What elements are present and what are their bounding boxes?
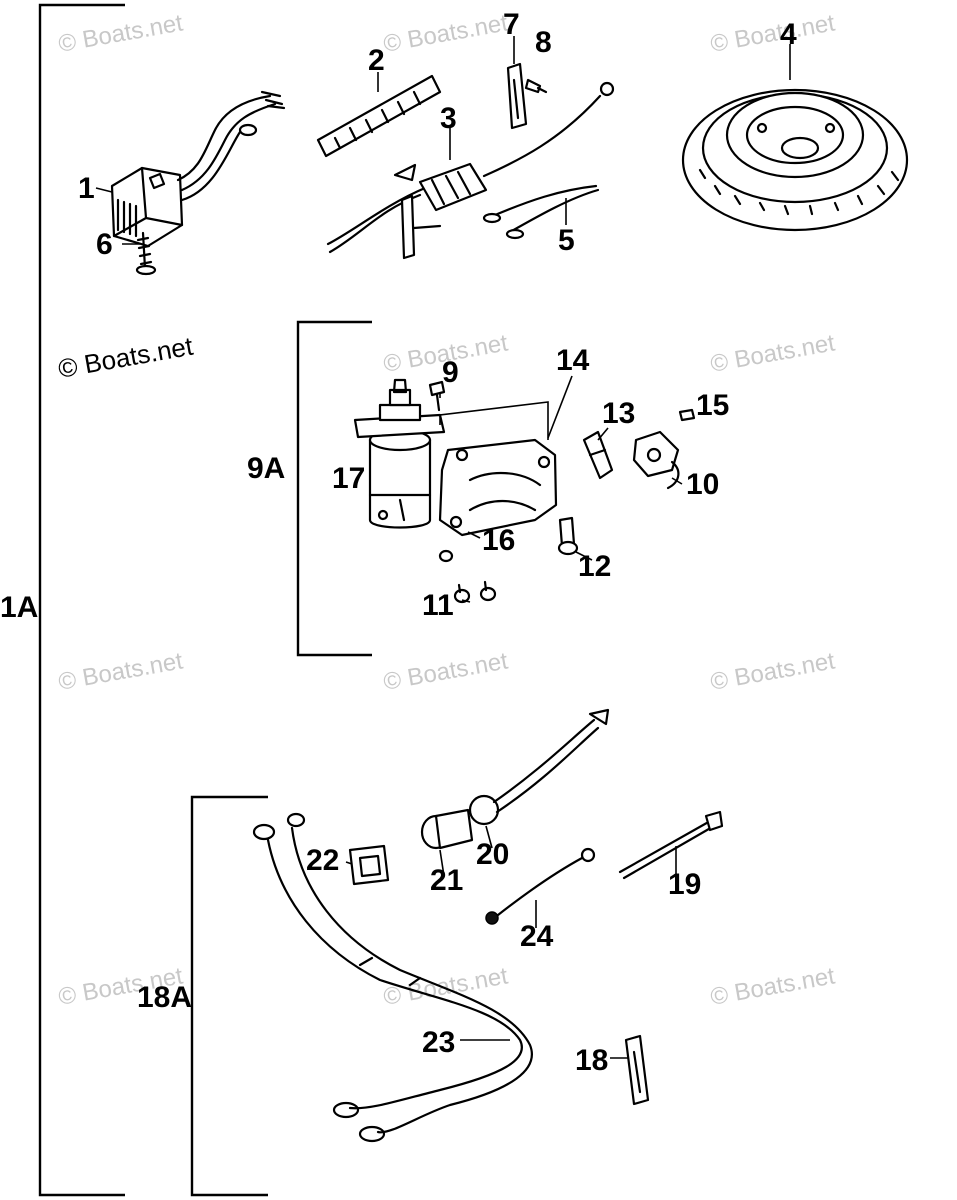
part-label-15: 15: [696, 389, 729, 422]
watermark: © Boats.net: [708, 329, 837, 377]
part-label-10: 10: [686, 468, 719, 501]
part-label-24: 24: [520, 920, 554, 953]
part-18-clip: [624, 1034, 650, 1106]
bracket-1A: [38, 3, 125, 1197]
part-19-tie-strap: [618, 810, 724, 880]
part-label-23: 23: [422, 1026, 455, 1059]
part-label-20: 20: [476, 838, 509, 871]
part-21-switch: [420, 808, 474, 850]
part-label-13: 13: [602, 397, 635, 430]
leader-line: [439, 401, 549, 440]
watermark: © Boats.net: [56, 647, 185, 695]
part-3-harness: [326, 81, 615, 260]
part-label-16: 16: [482, 524, 515, 557]
part-9-bolt: [428, 380, 446, 412]
part-13-clip: [582, 430, 614, 480]
part-20-grommet: [468, 708, 610, 826]
part-label-18: 18: [575, 1044, 608, 1077]
part-15-screw: [678, 408, 696, 422]
part-10-solenoid: [632, 430, 680, 490]
part-label-8: 8: [535, 26, 552, 59]
watermark: © Boats.net: [381, 647, 510, 695]
watermark: © Boats.net: [56, 331, 196, 384]
group-label-1A: 1A: [0, 591, 38, 624]
part-label-5: 5: [558, 224, 575, 257]
part-label-9: 9: [442, 356, 459, 389]
part-5-wire: [482, 184, 600, 240]
part-8-screw: [524, 78, 548, 94]
part-17-starter-motor: [353, 378, 446, 529]
group-label-9A: 9A: [247, 452, 285, 485]
bracket-18A: [190, 795, 268, 1197]
part-label-14: 14: [556, 344, 590, 377]
part-12-bolt: [557, 516, 579, 556]
watermark: © Boats.net: [56, 9, 185, 57]
part-label-1: 1: [78, 172, 95, 205]
part-label-19: 19: [668, 868, 701, 901]
part-label-11: 11: [422, 589, 454, 622]
watermark: © Boats.net: [381, 9, 510, 57]
part-2-sleeve: [316, 74, 442, 158]
watermark: © Boats.net: [708, 647, 837, 695]
part-24-wire: [485, 847, 596, 925]
part-label-4: 4: [780, 18, 797, 51]
part-label-21: 21: [430, 864, 463, 897]
part-label-6: 6: [96, 228, 113, 261]
part-label-22: 22: [306, 844, 339, 877]
part-4-flywheel: [681, 88, 909, 232]
part-11-screws: [438, 549, 497, 604]
part-label-17: 17: [332, 462, 365, 495]
part-22-plate: [348, 844, 390, 886]
part-16-bracket: [438, 438, 558, 537]
part-label-7: 7: [503, 8, 520, 41]
group-label-18A: 18A: [137, 981, 192, 1014]
part-7-clip: [506, 62, 528, 130]
part-label-12: 12: [578, 550, 611, 583]
part-1-coil: [110, 90, 286, 248]
part-label-3: 3: [440, 102, 457, 135]
watermark: © Boats.net: [708, 962, 837, 1010]
part-6-screw: [135, 231, 157, 276]
part-label-2: 2: [368, 44, 385, 77]
watermark: © Boats.net: [708, 9, 837, 57]
part-23-harness: [252, 812, 533, 1143]
bracket-9A: [296, 320, 372, 657]
leader-lines: [95, 36, 791, 1059]
